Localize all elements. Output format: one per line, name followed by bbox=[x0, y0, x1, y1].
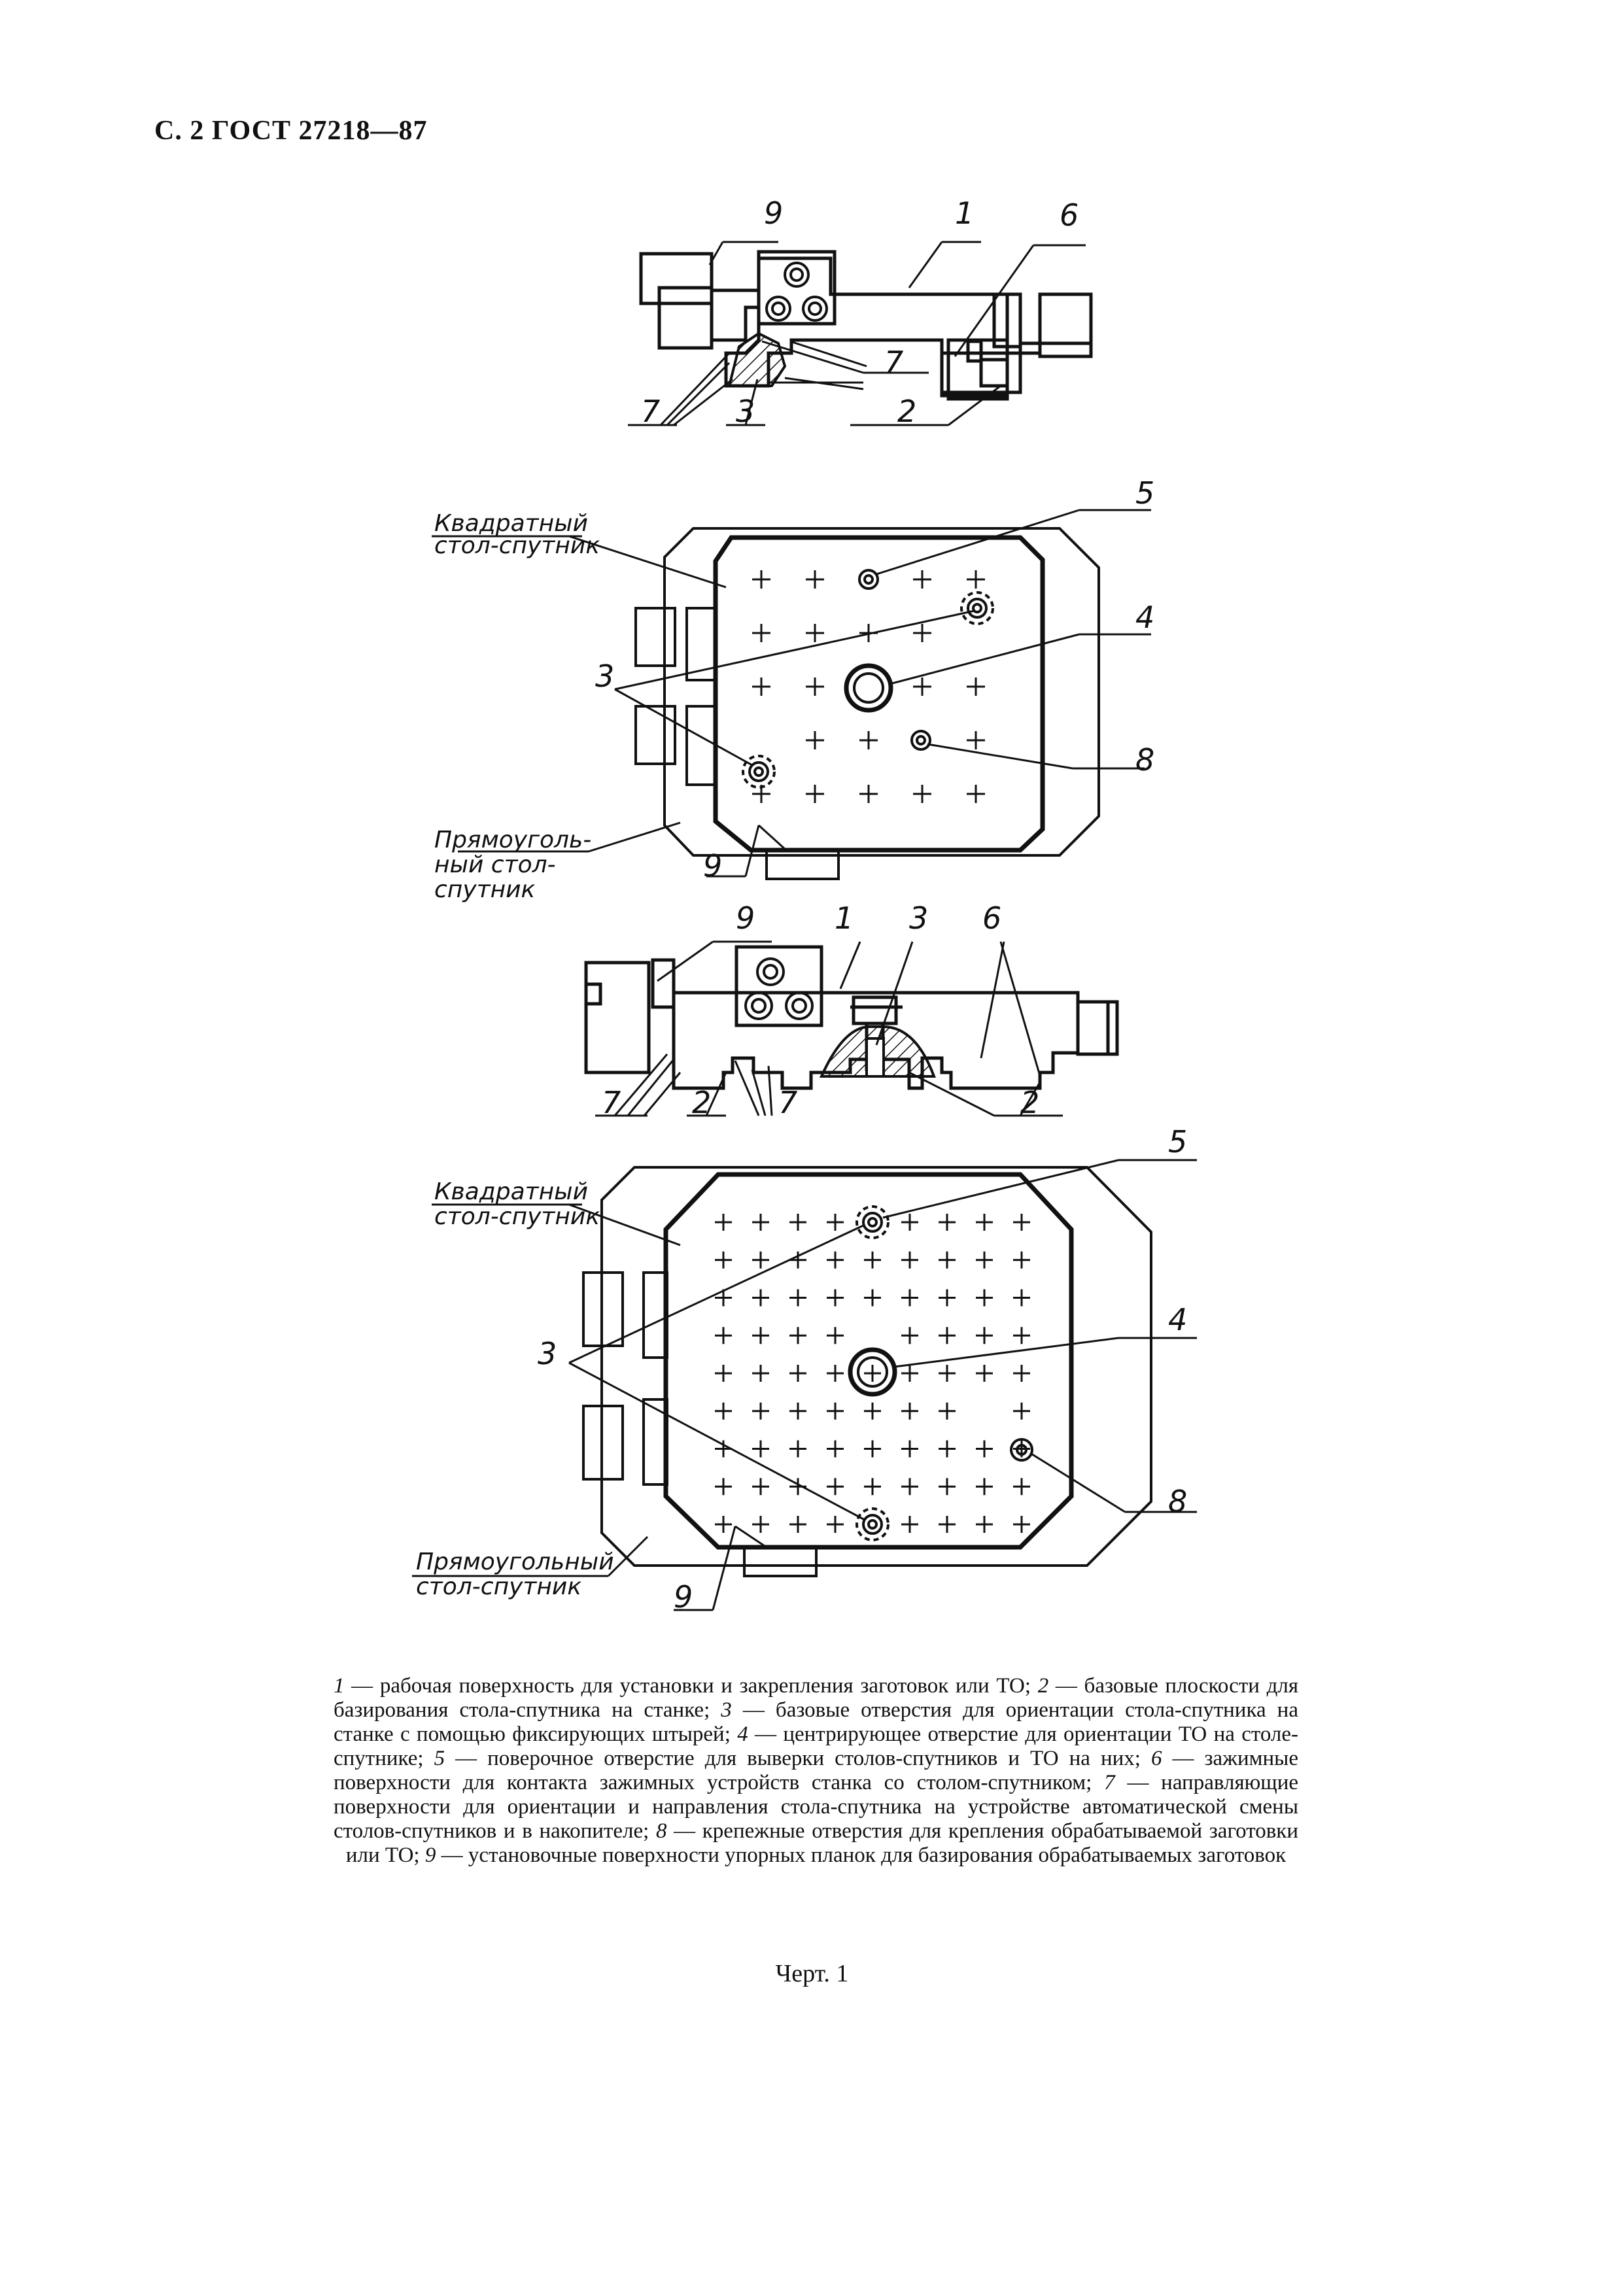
label-rect-1c: спутник bbox=[434, 876, 536, 903]
legend-number: 1 bbox=[334, 1674, 345, 1698]
clamp-bar-outline bbox=[710, 288, 761, 342]
side-blocks-2 bbox=[582, 1271, 818, 1577]
label-9-b: 9 bbox=[703, 848, 722, 883]
legend-number: 4 bbox=[737, 1722, 748, 1746]
label-7-c: 7 bbox=[602, 1085, 621, 1120]
holes-large bbox=[848, 1205, 1033, 1541]
label-3-b: 3 bbox=[595, 659, 614, 694]
label-7-b: 7 bbox=[884, 345, 903, 380]
label-9-c: 9 bbox=[736, 900, 755, 936]
rect-table-1 bbox=[663, 527, 1100, 857]
label-2-a: 2 bbox=[897, 394, 916, 429]
technical-drawing: 9 1 6 7 7 3 2 Квадратный сто bbox=[412, 196, 1197, 1615]
label-square-1a: Квадратный bbox=[434, 510, 588, 537]
label-7-d: 7 bbox=[778, 1085, 797, 1120]
legend-paragraph: 1 — рабочая поверхность для установки и … bbox=[334, 1674, 1298, 1868]
leaders-4 bbox=[412, 1159, 1197, 1611]
legend-number: 9 bbox=[424, 1843, 436, 1867]
label-3-c: 3 bbox=[909, 900, 928, 936]
section-hatch-1 bbox=[727, 332, 787, 387]
leaders-3 bbox=[595, 940, 1063, 1117]
label-1-a: 1 bbox=[955, 196, 974, 231]
legend-number: 8 bbox=[655, 1819, 667, 1843]
holes-small bbox=[742, 569, 994, 789]
label-9-d: 9 bbox=[674, 1579, 693, 1615]
legend-text: — поверочное отверстие для выверки столо… bbox=[445, 1747, 1151, 1770]
label-3-a: 3 bbox=[736, 394, 755, 429]
hole-grid-large bbox=[715, 1214, 1030, 1533]
label-rect-1a: Прямоуголь- bbox=[434, 827, 591, 853]
legend-number: 5 bbox=[434, 1747, 445, 1770]
leaders-2 bbox=[432, 509, 1151, 878]
label-2-b: 2 bbox=[692, 1085, 711, 1120]
label-square-1b: стол-спутник bbox=[434, 532, 600, 559]
label-5-b: 5 bbox=[1168, 1124, 1187, 1159]
legend-text: — центрирующее отверстие для ориентации … bbox=[334, 1722, 1298, 1770]
label-rect-2a: Прямоугольный bbox=[416, 1549, 614, 1575]
legend-text: — базовые плоскости для базирования стол… bbox=[334, 1674, 1299, 1722]
figure-number: Черт. 1 bbox=[775, 1960, 849, 1987]
label-square-2a: Квадратный bbox=[434, 1178, 588, 1205]
top-block-2-holes bbox=[744, 957, 814, 1020]
legend-text: — базовые отверстия для ориентации стола… bbox=[334, 1698, 1298, 1746]
label-5-a: 5 bbox=[1135, 475, 1154, 511]
leaders-1 bbox=[628, 241, 1086, 426]
legend-number: 7 bbox=[1104, 1771, 1115, 1794]
label-8-a: 8 bbox=[1135, 742, 1154, 778]
legend-text: — рабочая поверхность для установки и за… bbox=[344, 1674, 1038, 1698]
label-1-b: 1 bbox=[835, 900, 854, 936]
page-header: С. 2 ГОСТ 27218—87 bbox=[154, 116, 428, 146]
figure-legend: 1 — рабочая поверхность для установки и … bbox=[334, 1674, 1298, 1868]
label-6-a: 6 bbox=[1060, 197, 1079, 233]
legend-text: — установочные поверхности упорных плано… bbox=[436, 1843, 1287, 1867]
legend-number: 2 bbox=[1037, 1674, 1049, 1698]
label-8-b: 8 bbox=[1168, 1484, 1187, 1519]
side-view-1 bbox=[639, 252, 1093, 401]
legend-text: — зажимные поверхности для контакта зажи… bbox=[334, 1747, 1298, 1794]
hole-grid-small bbox=[752, 570, 985, 803]
legend-number: 3 bbox=[721, 1698, 732, 1722]
square-table-1 bbox=[713, 535, 1045, 853]
label-9-a: 9 bbox=[764, 196, 783, 231]
pin-2 bbox=[865, 1037, 885, 1078]
legend-text: — направляющие поверхности для ориентаци… bbox=[334, 1771, 1299, 1843]
label-4-a: 4 bbox=[1135, 600, 1154, 635]
label-4-b: 4 bbox=[1168, 1302, 1187, 1337]
label-square-2b: стол-спутник bbox=[434, 1203, 600, 1230]
top-block-2 bbox=[734, 945, 823, 1027]
legend-number: 6 bbox=[1150, 1747, 1162, 1770]
top-block-1 bbox=[757, 250, 837, 326]
legend-text: — крепежные отверстия для крепления обра… bbox=[345, 1819, 1298, 1867]
side-blocks-1 bbox=[634, 607, 840, 880]
label-rect-1b: ный стол- bbox=[434, 851, 556, 878]
label-3-d: 3 bbox=[538, 1336, 557, 1371]
top-block-1-holes bbox=[765, 262, 828, 322]
rect-table-2 bbox=[600, 1166, 1152, 1567]
label-rect-2b: стол-спутник bbox=[416, 1573, 581, 1600]
label-2-c: 2 bbox=[1020, 1085, 1039, 1120]
label-7-a: 7 bbox=[641, 394, 660, 429]
label-6-b: 6 bbox=[982, 900, 1001, 936]
